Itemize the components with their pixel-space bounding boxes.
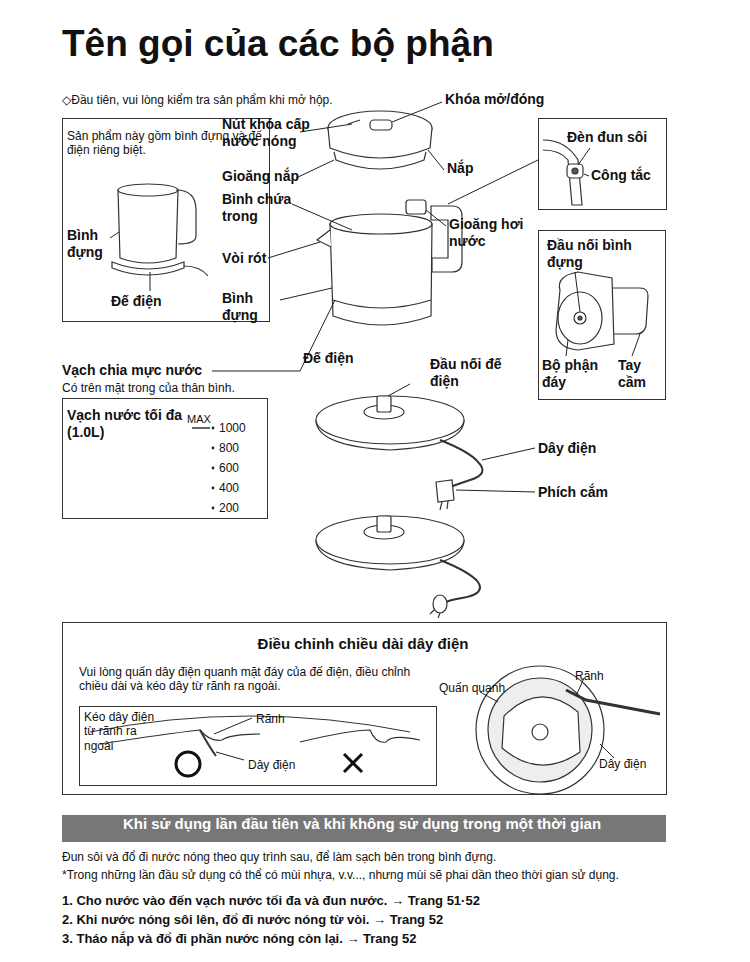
part-label: Vòi rót <box>222 250 266 267</box>
part-label: Gioăng nắp <box>222 168 299 185</box>
part-label: Bình đựng <box>222 290 278 324</box>
page-title: Tên gọi của các bộ phận <box>62 22 494 66</box>
part-label: Vui lòng quấn dây điện quanh mặt đáy của… <box>79 665 439 694</box>
part-label: Phích cắm <box>538 484 608 501</box>
part-label: Đèn đun sôi <box>567 129 662 146</box>
part-label: Dây điện <box>538 440 596 457</box>
part-label: MAX <box>187 413 211 426</box>
node-box: Kéo dây điện từ rãnh ra ngoài RãnhDây điệ… <box>79 706 437 786</box>
part-label: Khi sử dụng lần đầu tiên và khi không sử… <box>62 815 662 833</box>
part-label: Rãnh <box>256 712 285 726</box>
part-label: Dây điện <box>248 758 295 772</box>
part-label: 2. Khi nước nóng sôi lên, đổ đi nước nón… <box>62 912 443 928</box>
part-label: Công tắc <box>591 167 663 184</box>
part-label: 600 <box>219 461 239 475</box>
part-label: Nút khóa cấp nước nóng <box>222 116 342 150</box>
part-label: Bình chứa trong <box>222 191 314 225</box>
part-label: Đế điện <box>303 350 354 367</box>
part-label: Kéo dây điện từ rãnh ra ngoài <box>84 710 168 753</box>
part-label: *Trong những lần đầu sử dụng có thể có m… <box>62 868 619 882</box>
part-label: Dây điện <box>599 757 646 771</box>
part-label: 400 <box>219 481 239 495</box>
part-label: Đầu nối bình đựng <box>547 237 657 271</box>
node-box: Đầu nối bình đựng Bộ phận đáy Tay cầm <box>538 230 666 400</box>
node-box: Khi sử dụng lần đầu tiên và khi không sử… <box>62 815 666 842</box>
part-label: Đun sôi và đổ đi nước nóng theo quy trìn… <box>62 850 496 864</box>
part-label: Đế điện <box>111 293 191 310</box>
node-box: Vạch nước tối đa (1.0L)MAX 1000 800 600 400 2… <box>62 398 268 519</box>
part-label: Đầu nối đế điện <box>430 356 522 390</box>
part-label: Có trên mặt trong của thân bình. <box>62 381 235 395</box>
part-label: Quấn quanh <box>439 681 505 695</box>
part-label: 1. Cho nước vào đến vạch nước tối đa và … <box>62 893 480 909</box>
part-label: Gioăng hơi nước <box>449 216 535 250</box>
part-label: ◇Đầu tiên, vui lòng kiểm tra sản phẩm kh… <box>62 93 333 107</box>
part-label: Điều chỉnh chiều dài dây điện <box>63 635 663 653</box>
part-label: 200 <box>219 501 239 515</box>
part-label: 1000 <box>219 421 246 435</box>
part-label: Nắp <box>447 160 473 177</box>
part-label: 800 <box>219 441 239 455</box>
part-label: Khóa mở/đóng <box>445 91 544 108</box>
part-label: Bình đựng <box>67 227 119 261</box>
part-label: Rãnh <box>575 669 604 683</box>
part-label: Vạch chia mực nước <box>62 362 202 379</box>
part-label: 3. Tháo nắp và đổ đi phần nước nóng còn … <box>62 931 417 947</box>
part-label: Bộ phận đáy <box>542 357 602 391</box>
part-label: Vạch nước tối đa (1.0L) <box>67 407 187 441</box>
node-box: Đèn đun sôiCông tắc <box>538 118 667 210</box>
node-box: Điều chỉnh chiều dài dây điệnVui lòng qu… <box>62 622 667 795</box>
part-label: Tay cầm <box>618 357 662 391</box>
